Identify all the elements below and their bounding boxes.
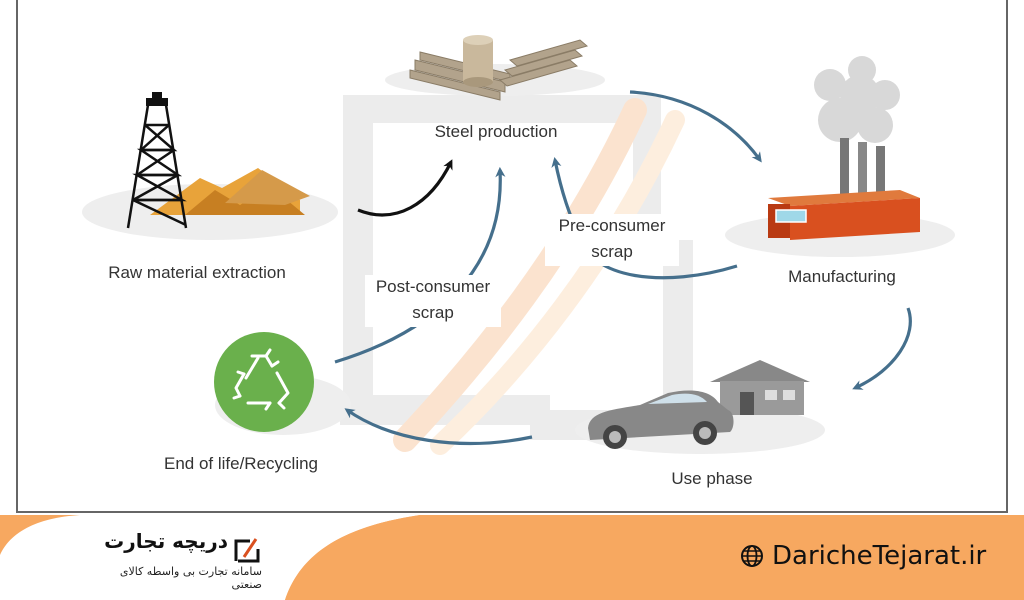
brand-logo-icon: [234, 538, 260, 563]
steel-to-manufacturing-arrow: [629, 90, 762, 163]
flow-label-pre-consumer: [545, 214, 679, 266]
footer-white-curve: [0, 515, 1024, 600]
footer-banner: دریچه تجارت سامانه تجارت بی واسطه کالای …: [0, 515, 1024, 600]
flow-label-pre-consumer-line1: Pre-consumer: [559, 216, 666, 235]
background-swoosh: [393, 98, 685, 455]
recycle-icon: [232, 348, 290, 411]
node-label-use-phase: Use phase: [671, 469, 752, 488]
flow-label-post-consumer: [365, 275, 501, 327]
node-label-steel-production: Steel production: [435, 122, 558, 141]
extraction-to-steel-arrow: [357, 159, 453, 217]
website-text: DaricheTejarat.ir: [772, 541, 987, 571]
recycling-circle: [214, 332, 314, 432]
brand-title: دریچه تجارت: [104, 529, 228, 553]
use-to-recycling-arrow: [344, 408, 533, 446]
flow-label-pre-consumer-line2: scrap: [591, 242, 633, 261]
node-label-raw-material: Raw material extraction: [108, 263, 286, 282]
raw-material-illustration: [82, 92, 338, 240]
steel-production-illustration: [385, 35, 605, 101]
flow-label-post-consumer-line1: Post-consumer: [376, 277, 491, 296]
website-link[interactable]: DaricheTejarat.ir: [740, 541, 986, 571]
manufacturing-illustration: [725, 56, 955, 257]
manufacturing-to-use-arrow: [852, 307, 912, 390]
node-label-manufacturing: Manufacturing: [788, 267, 896, 286]
recycling-illustration: [214, 332, 351, 435]
use-phase-illustration: [575, 360, 825, 454]
brand-subtitle: سامانه تجارت بی واسطه کالای صنعتی: [119, 565, 262, 591]
flow-label-post-consumer-line2: scrap: [412, 303, 454, 322]
node-label-end-of-life: End of life/Recycling: [164, 454, 318, 473]
globe-icon: [741, 545, 763, 567]
